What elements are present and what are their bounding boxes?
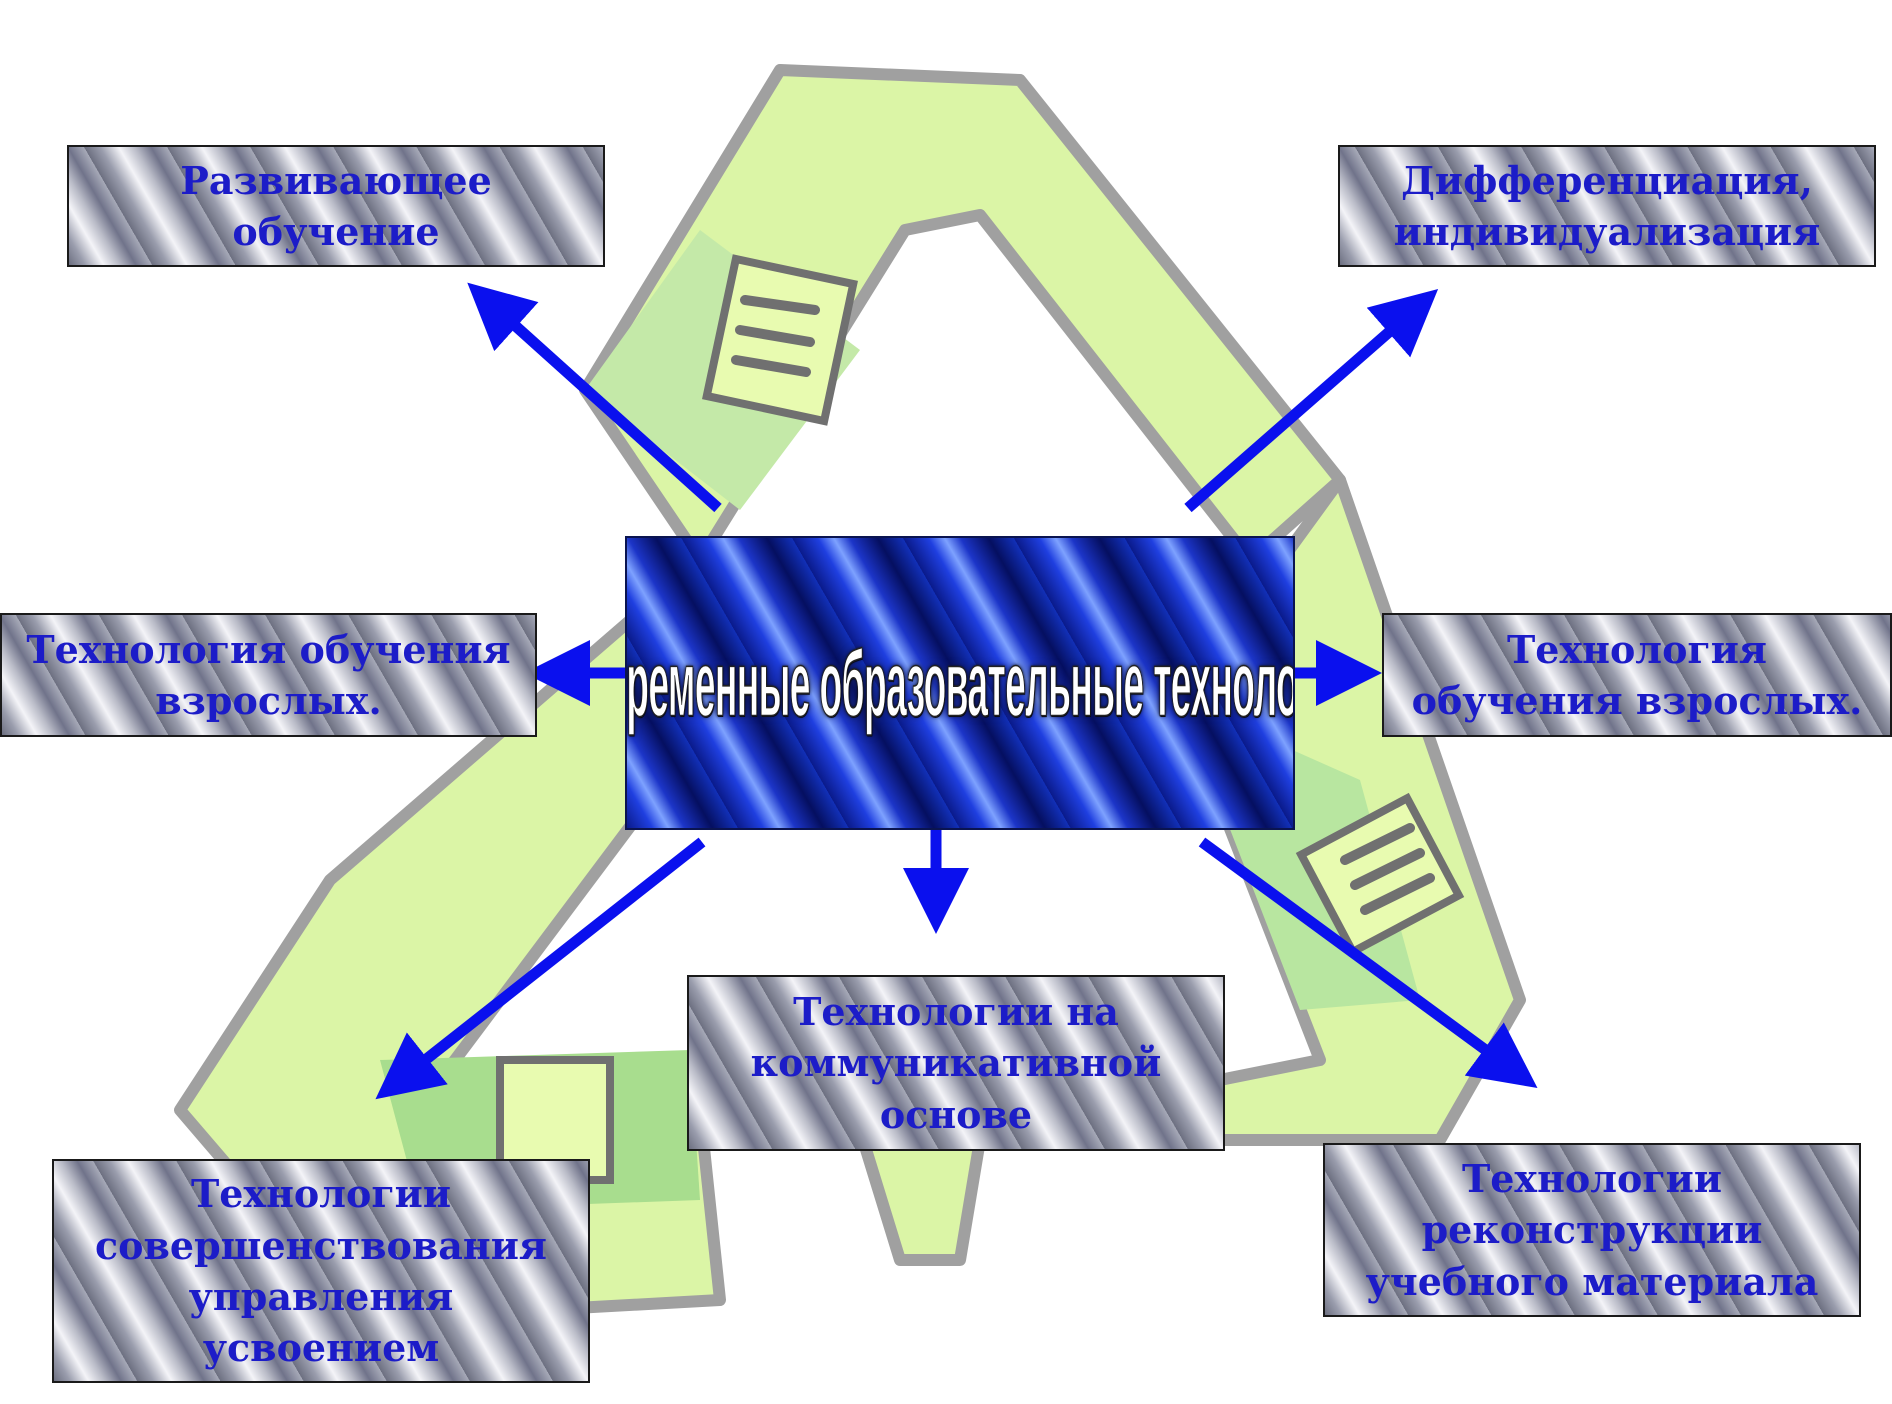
node-line: совершенствования xyxy=(95,1222,547,1268)
node-line: Технология обучения xyxy=(26,626,511,672)
node-mastery-management: Технологии совершенствования управления … xyxy=(52,1159,590,1383)
central-node: современные образовательные технологии xyxy=(627,538,1293,828)
arrow-to-top-left xyxy=(467,282,722,513)
node-line: обучение xyxy=(232,209,440,254)
node-line: основе xyxy=(879,1091,1033,1137)
node-line: усвоением xyxy=(202,1325,440,1371)
node-line: учебного материала xyxy=(1365,1258,1819,1304)
node-communicative-basis: Технологии на коммуникативной основе xyxy=(687,975,1225,1151)
node-adult-learning-right: Технология обучения взрослых. xyxy=(1382,613,1892,737)
arrow-to-top-right xyxy=(1184,289,1439,513)
node-line: Технологии xyxy=(1461,1156,1723,1202)
node-line: коммуникативной xyxy=(750,1040,1162,1086)
node-adult-learning-left: Технология обучения взрослых. xyxy=(0,613,537,737)
node-line: управления xyxy=(188,1274,454,1319)
central-node-title: современные образовательные технологии xyxy=(627,630,1293,735)
node-differentiation: Дифференциация, индивидуализация xyxy=(1338,145,1876,267)
arrow-to-bottom-left xyxy=(375,837,706,1100)
node-line: индивидуализация xyxy=(1393,209,1821,254)
node-line: реконструкции xyxy=(1421,1207,1763,1253)
node-line: Развивающее xyxy=(180,157,492,203)
node-developing-learning: Развивающее обучение xyxy=(67,145,605,267)
node-line: взрослых. xyxy=(155,678,382,723)
node-line: Технологии на xyxy=(793,989,1119,1035)
node-line: обучения взрослых. xyxy=(1411,678,1863,723)
node-line: Технология xyxy=(1507,626,1767,672)
node-line: Технологии xyxy=(190,1171,452,1217)
node-line: Дифференциация, xyxy=(1401,157,1813,203)
arrow-to-bottom-right xyxy=(1198,837,1538,1089)
node-material-reconstruction: Технологии реконструкции учебного матери… xyxy=(1323,1143,1861,1317)
